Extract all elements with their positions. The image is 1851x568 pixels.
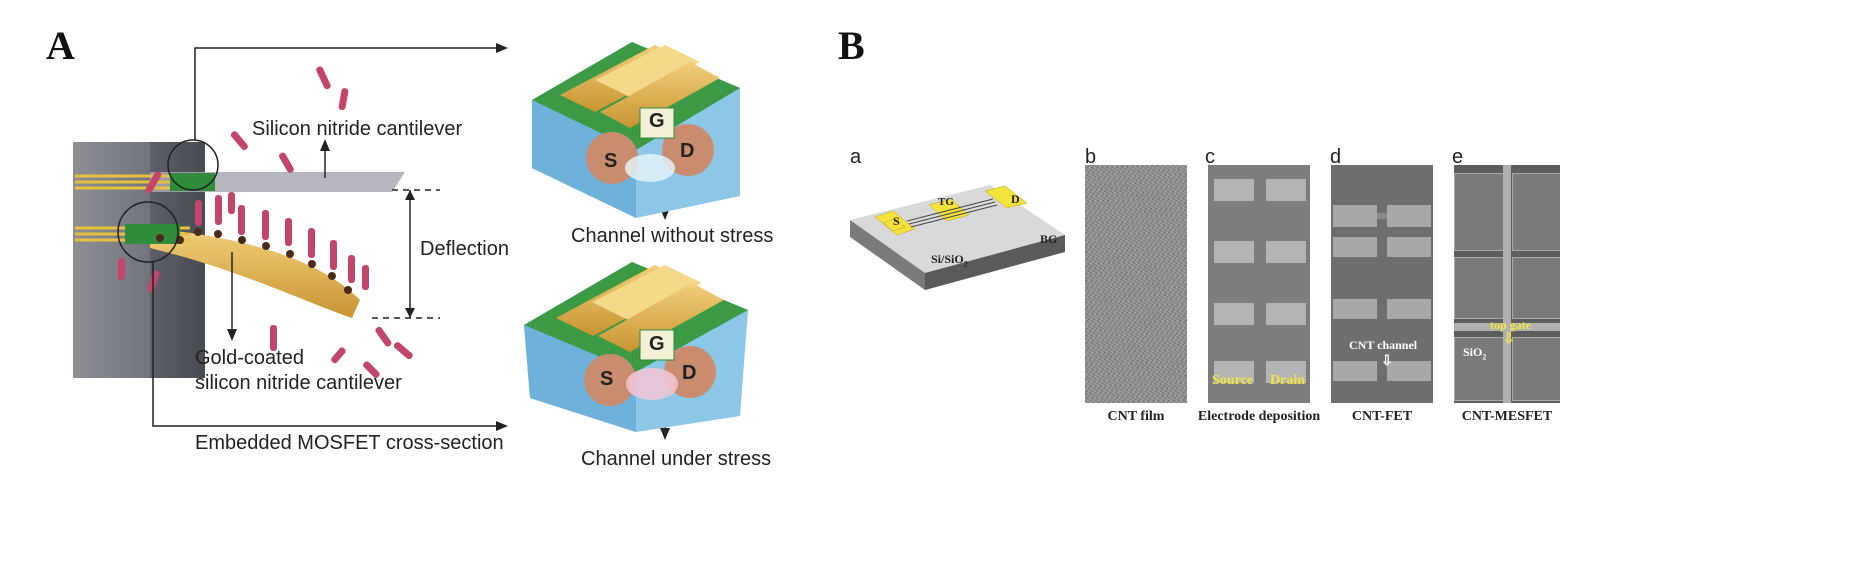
mosfet-stressed xyxy=(524,262,748,432)
mosfet2-terminal-d: D xyxy=(682,362,697,384)
subpanel-d-letter: d xyxy=(1330,146,1342,168)
sio2-subscript: 2 xyxy=(1482,352,1487,362)
sem-cnt-mesfet xyxy=(1454,165,1560,403)
top-gate-arrow-icon: ⇩ xyxy=(1503,330,1515,346)
mosfet-marker-bottom xyxy=(117,201,179,263)
subpanel-e-letter: e xyxy=(1452,146,1464,168)
sio2-text: SiO xyxy=(1463,345,1483,359)
bottom-cantilever-traces xyxy=(75,224,190,244)
label-cnt-channel: CNT channel xyxy=(1349,338,1418,352)
mosfet2-terminal-s: S xyxy=(600,368,614,390)
subpanel-a-letter: a xyxy=(850,146,862,168)
label-gold-coated-line2: silicon nitride cantilever xyxy=(195,372,402,394)
sem-cnt-film xyxy=(1085,165,1187,403)
subpanel-b-letter: b xyxy=(1085,146,1097,168)
panel-b-letter: B xyxy=(838,23,865,68)
mosfet1-terminal-d: D xyxy=(680,140,695,162)
mosfet-marker-top xyxy=(167,139,219,191)
deflection-dashes xyxy=(372,189,440,319)
label-drain: Drain xyxy=(1270,373,1305,388)
subpanel-c-letter: c xyxy=(1205,146,1215,168)
label-sio2: SiO2 xyxy=(1463,345,1486,361)
mosfet-unstressed xyxy=(532,42,740,218)
device-schematic xyxy=(850,185,1065,290)
mosfet2-terminal-g: G xyxy=(649,333,665,355)
label-deflection: Deflection xyxy=(420,238,509,260)
device-label-s: S xyxy=(893,214,900,228)
free-molecules xyxy=(118,66,413,378)
label-mosfet-cross-section: Embedded MOSFET cross-section xyxy=(195,432,504,454)
device-label-substrate: Si/SiO2 xyxy=(931,252,968,268)
device-label-bg: BG xyxy=(1040,232,1058,246)
sem-electrode-deposition xyxy=(1208,165,1310,403)
top-cantilever-traces xyxy=(75,173,215,191)
label-channel-without-stress: Channel without stress xyxy=(571,225,774,247)
bound-molecules xyxy=(195,195,369,290)
gold-cantilever xyxy=(150,228,360,318)
chip-block-side xyxy=(150,142,205,378)
panel-a-letter: A xyxy=(46,23,75,68)
label-source: Source xyxy=(1212,373,1253,388)
mosfet1-terminal-s: S xyxy=(604,150,618,172)
caption-cnt-mesfet: CNT-MESFET xyxy=(1461,409,1553,424)
label-gold-coated-line1: Gold-coated xyxy=(195,347,304,369)
substrate-subscript: 2 xyxy=(963,259,968,269)
substrate-text: Si/SiO xyxy=(931,252,964,266)
caption-electrode-deposition: Electrode deposition xyxy=(1197,409,1321,424)
receptor-dots xyxy=(156,228,352,294)
caption-cnt-fet: CNT-FET xyxy=(1351,409,1413,424)
label-channel-under-stress: Channel under stress xyxy=(581,448,772,470)
device-label-tg: TG xyxy=(938,196,954,208)
caption-cnt-film: CNT film xyxy=(1107,409,1165,424)
label-top-gate: top gate xyxy=(1490,318,1531,332)
cnt-channel-arrow-icon: ⇩ xyxy=(1381,352,1393,368)
device-label-d: D xyxy=(1011,192,1020,206)
panel-a-illustration xyxy=(73,42,748,440)
sem-cnt-fet xyxy=(1331,165,1433,403)
label-silicon-nitride-cantilever: Silicon nitride cantilever xyxy=(252,118,463,140)
mosfet1-terminal-g: G xyxy=(649,110,665,132)
